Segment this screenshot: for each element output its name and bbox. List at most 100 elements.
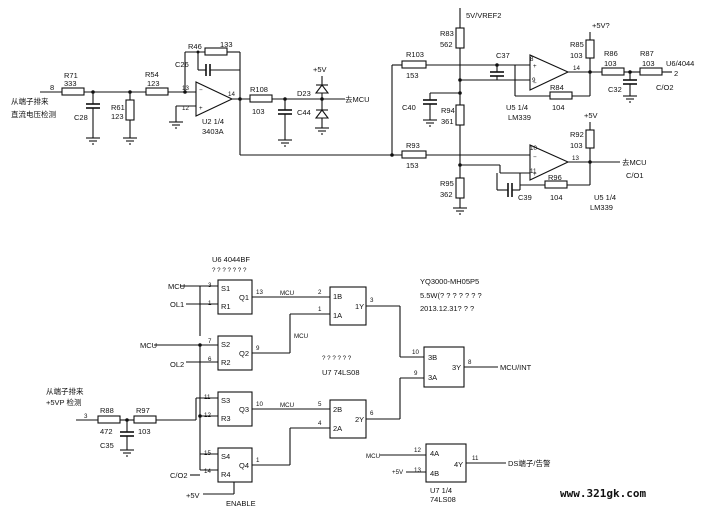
svg-text:MCU: MCU bbox=[280, 290, 294, 297]
svg-text:2A: 2A bbox=[333, 424, 342, 433]
r71-label: R71 bbox=[64, 71, 78, 80]
u5a-pin9: 9 bbox=[532, 77, 536, 84]
r61-label: R61 bbox=[111, 103, 125, 112]
ground-icon bbox=[120, 449, 134, 457]
c26-label: C26 bbox=[175, 60, 189, 69]
resistor-r71 bbox=[61, 87, 85, 96]
svg-text:Q3: Q3 bbox=[239, 405, 249, 414]
r94-label: R94 bbox=[441, 106, 455, 115]
opamp-u2 bbox=[195, 81, 234, 117]
svg-text:Q2: Q2 bbox=[239, 349, 249, 358]
u5b-label: U5 1/4 bbox=[594, 193, 616, 202]
output-pin-2: 2 bbox=[674, 69, 678, 78]
vcc-5v-enable: +5V bbox=[186, 491, 200, 500]
svg-text:3Y: 3Y bbox=[452, 363, 461, 372]
r97-label: R97 bbox=[136, 406, 150, 415]
svg-text:2: 2 bbox=[318, 289, 322, 296]
svg-text:1B: 1B bbox=[333, 292, 342, 301]
latch-q4 bbox=[217, 447, 253, 483]
svg-text:Q4: Q4 bbox=[239, 461, 249, 470]
svg-text:−: − bbox=[199, 87, 203, 94]
u2-pin12: 12 bbox=[182, 105, 189, 112]
u5b-pin11: 11 bbox=[530, 168, 537, 175]
input-node-8: 8 bbox=[50, 83, 54, 92]
r83-value: 562 bbox=[440, 40, 453, 49]
r88-label: R88 bbox=[100, 406, 114, 415]
c39-label: C39 bbox=[518, 193, 532, 202]
resistor-r83 bbox=[455, 27, 465, 49]
r87-value: 103 bbox=[642, 59, 655, 68]
model-note-line3: 2013.12.31? ? ? bbox=[420, 304, 474, 313]
c32-label: C32 bbox=[608, 85, 622, 94]
u5a-pin8: 8 bbox=[530, 56, 534, 63]
resistor-r94 bbox=[455, 104, 465, 126]
svg-text:−: − bbox=[533, 154, 537, 161]
ground-icon bbox=[423, 119, 437, 127]
r96-value: 104 bbox=[550, 193, 563, 202]
mcu-label-1: 去MCU bbox=[345, 94, 370, 104]
svg-text:13: 13 bbox=[414, 467, 421, 474]
svg-text:9: 9 bbox=[256, 345, 260, 352]
ground-icon bbox=[315, 127, 329, 135]
svg-text:R3: R3 bbox=[221, 414, 231, 423]
resistor-r93 bbox=[401, 150, 427, 159]
r71-value: 333 bbox=[64, 79, 77, 88]
c35-label: C35 bbox=[100, 441, 114, 450]
resistor-r92 bbox=[585, 129, 595, 149]
r46-value: 133 bbox=[220, 40, 233, 49]
u7b-label: U7 1/4 bbox=[430, 486, 452, 495]
svg-text:4Y: 4Y bbox=[454, 460, 463, 469]
resistor-r46 bbox=[204, 47, 228, 56]
svg-text:2B: 2B bbox=[333, 405, 342, 414]
ground-icon bbox=[278, 139, 292, 147]
mcu-int-label: MCU/INT bbox=[500, 363, 532, 372]
u5a-label: U5 1/4 bbox=[506, 103, 528, 112]
c44-label: C44 bbox=[297, 108, 311, 117]
u7b-part: 74LS08 bbox=[430, 495, 456, 504]
u7-label: U7 74LS08 bbox=[322, 368, 360, 377]
svg-text:4: 4 bbox=[318, 420, 322, 427]
u2-pin14: 14 bbox=[228, 91, 235, 98]
u6-label: U6 4044BF bbox=[212, 255, 250, 264]
model-note: YQ3000-MH05P5 bbox=[420, 277, 479, 286]
vref-label: 5V/VREF2 bbox=[466, 11, 501, 20]
r96-label: R96 bbox=[548, 173, 562, 182]
r54-label: R54 bbox=[145, 70, 159, 79]
c40-label: C40 bbox=[402, 103, 416, 112]
r86-value: 103 bbox=[604, 59, 617, 68]
svg-text:MCU: MCU bbox=[294, 333, 308, 340]
r85-label: R85 bbox=[570, 40, 584, 49]
svg-text:S3: S3 bbox=[221, 396, 230, 405]
comparator-u5b bbox=[529, 144, 570, 181]
c37-label: C37 bbox=[496, 51, 510, 60]
ds-alarm-label: DS端子/告警 bbox=[508, 458, 551, 468]
resistor-r54 bbox=[145, 87, 169, 96]
svg-text:2Y: 2Y bbox=[355, 415, 364, 424]
c28-label: C28 bbox=[74, 113, 88, 122]
resistor-r87 bbox=[639, 67, 663, 76]
resistor-r88 bbox=[97, 415, 121, 424]
and-gate-2 bbox=[329, 399, 367, 439]
ground-icon bbox=[453, 207, 467, 215]
svg-text:1A: 1A bbox=[333, 311, 342, 320]
svg-text:R1: R1 bbox=[221, 302, 231, 311]
svg-text:R2: R2 bbox=[221, 358, 231, 367]
u5a-pin14: 14 bbox=[573, 65, 580, 72]
input-node-3: 3 bbox=[84, 413, 88, 420]
resistor-r61 bbox=[125, 99, 135, 121]
svg-text:Q1: Q1 bbox=[239, 293, 249, 302]
svg-text:10: 10 bbox=[412, 349, 419, 356]
svg-text:8: 8 bbox=[468, 359, 472, 366]
mcu-input-label: MCU bbox=[168, 282, 185, 291]
ground-icon bbox=[623, 95, 637, 103]
enable-label: ENABLE bbox=[226, 499, 256, 508]
svg-text:13: 13 bbox=[256, 289, 263, 296]
r103-label: R103 bbox=[406, 50, 424, 59]
svg-text:+: + bbox=[533, 171, 537, 178]
resistor-r85 bbox=[585, 39, 595, 59]
diode-d23b-icon bbox=[314, 109, 330, 119]
svg-text:S4: S4 bbox=[221, 452, 230, 461]
r92-value: 103 bbox=[570, 141, 583, 150]
ol2-label: OL2 bbox=[170, 360, 184, 369]
